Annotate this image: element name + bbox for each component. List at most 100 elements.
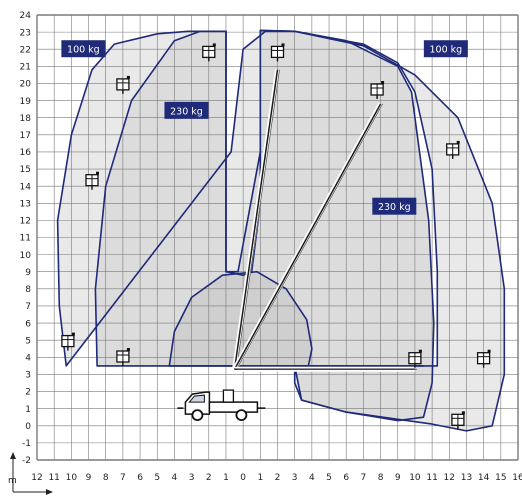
basket-icon: [61, 332, 75, 351]
x-tick-label: 16: [512, 473, 522, 483]
y-tick-label: 24: [20, 11, 32, 21]
x-tick-label: 7: [120, 473, 126, 483]
boom-line: [233, 103, 382, 370]
truck-bed: [208, 401, 259, 413]
load-tag-bg: [423, 40, 468, 58]
x-tick-label: 14: [478, 473, 490, 483]
truck-icon: [177, 389, 266, 422]
x-arrow-head: [46, 489, 53, 495]
y-tick-label: 6: [25, 319, 31, 329]
y-tick-label: 8: [25, 285, 31, 295]
load-tag-text: 230 kg: [170, 106, 203, 117]
y-tick-label: 3: [25, 371, 31, 381]
basket-head: [281, 43, 285, 47]
axis-unit-label: m: [8, 476, 17, 486]
x-tick-label: 5: [326, 473, 332, 483]
load-tag-text: 100 kg: [67, 45, 100, 56]
basket-head: [487, 349, 491, 353]
boom-line: [236, 69, 280, 370]
x-tick-label: 2: [275, 473, 281, 483]
truck-wheel: [191, 409, 204, 422]
load-tag-text: 230 kg: [378, 202, 411, 213]
x-tick-label: 6: [343, 473, 349, 483]
load-tag-text: 100 kg: [430, 45, 463, 56]
basket-head: [96, 171, 99, 175]
basket-icon: [116, 75, 130, 94]
x-tick-label: 10: [409, 473, 421, 483]
x-tick-label: 6: [137, 473, 143, 483]
load-tag-bg: [372, 197, 417, 215]
x-tick-label: 4: [309, 473, 315, 483]
y-tick-label: 15: [20, 165, 31, 175]
y-tick-label: 7: [25, 302, 31, 312]
basket-icon: [446, 140, 460, 159]
y-tick-label: 19: [20, 97, 32, 107]
basket-icon: [451, 411, 465, 430]
y-tick-label: 18: [20, 114, 32, 124]
envelope-outline: [56, 29, 506, 432]
basket-head: [126, 75, 130, 79]
x-tick-label: 5: [154, 473, 160, 483]
x-tick-label: 4: [172, 473, 178, 483]
y-tick-label: 13: [20, 199, 31, 209]
y-tick-label: 14: [20, 182, 32, 192]
boom-line: [233, 69, 279, 370]
x-tick-label: 11: [426, 473, 437, 483]
y-tick-label: 22: [20, 45, 31, 55]
load-tag: 100 kg: [61, 40, 106, 58]
truck-body: [177, 389, 266, 422]
basket-head: [71, 332, 75, 336]
y-tick-label: 0: [25, 422, 31, 432]
basket-icon: [408, 349, 422, 368]
y-tick-label: 2: [25, 388, 31, 398]
y-tick-label: 21: [20, 63, 31, 73]
booms: [232, 69, 417, 372]
load-tag-bg: [164, 101, 209, 119]
turret: [222, 389, 235, 403]
truck-wheel: [235, 409, 248, 422]
y-tick-label: 11: [20, 234, 31, 244]
load-tag: 230 kg: [372, 197, 417, 215]
y-tick-label: 20: [20, 80, 32, 90]
x-tick-label: 13: [461, 473, 472, 483]
envelope-outline: [94, 29, 435, 422]
basket-head: [456, 140, 460, 144]
y-tick-label: 5: [25, 336, 31, 346]
annotations: 100 kg 230 kg 100 kg 230 kg: [61, 40, 468, 215]
y-tick-label: 12: [20, 217, 31, 227]
y-tick-label: 17: [20, 131, 31, 141]
basket-icon: [270, 43, 285, 62]
y-tick-label: 16: [20, 148, 32, 158]
basket-icon: [202, 43, 216, 62]
y-tick-label: -2: [22, 456, 31, 466]
x-tick-label: 12: [31, 473, 42, 483]
x-tick-label: 11: [48, 473, 59, 483]
basket-head: [461, 411, 465, 415]
y-tick-label: 4: [25, 354, 31, 364]
basket-head: [212, 43, 216, 47]
y-arrow-head: [10, 452, 16, 459]
basket-icon: [116, 348, 130, 366]
x-tick-label: 15: [495, 473, 506, 483]
y-tick-label: 23: [20, 28, 31, 38]
x-tick-label: 12: [444, 473, 455, 483]
y-tick-label: 1: [25, 405, 31, 415]
load-tag: 100 kg: [423, 40, 468, 58]
basket-icon: [85, 171, 99, 190]
envelope-outline: [168, 270, 313, 367]
envelope-outlines: [56, 29, 506, 432]
truck-window: [188, 394, 205, 403]
x-tick-label: 0: [240, 473, 246, 483]
x-tick-label: 9: [86, 473, 92, 483]
boom-line: [236, 103, 383, 370]
x-tick-label: 2: [206, 473, 212, 483]
y-tick-labels: 2423222120191817161514131211109876543210…: [20, 11, 32, 466]
y-tick-label: 9: [25, 268, 31, 278]
baskets: [61, 43, 491, 430]
basket-icon: [370, 81, 385, 99]
basket-icon: [476, 349, 491, 368]
x-tick-label: 8: [378, 473, 384, 483]
basket-head: [126, 348, 130, 351]
basket-head: [381, 81, 385, 84]
